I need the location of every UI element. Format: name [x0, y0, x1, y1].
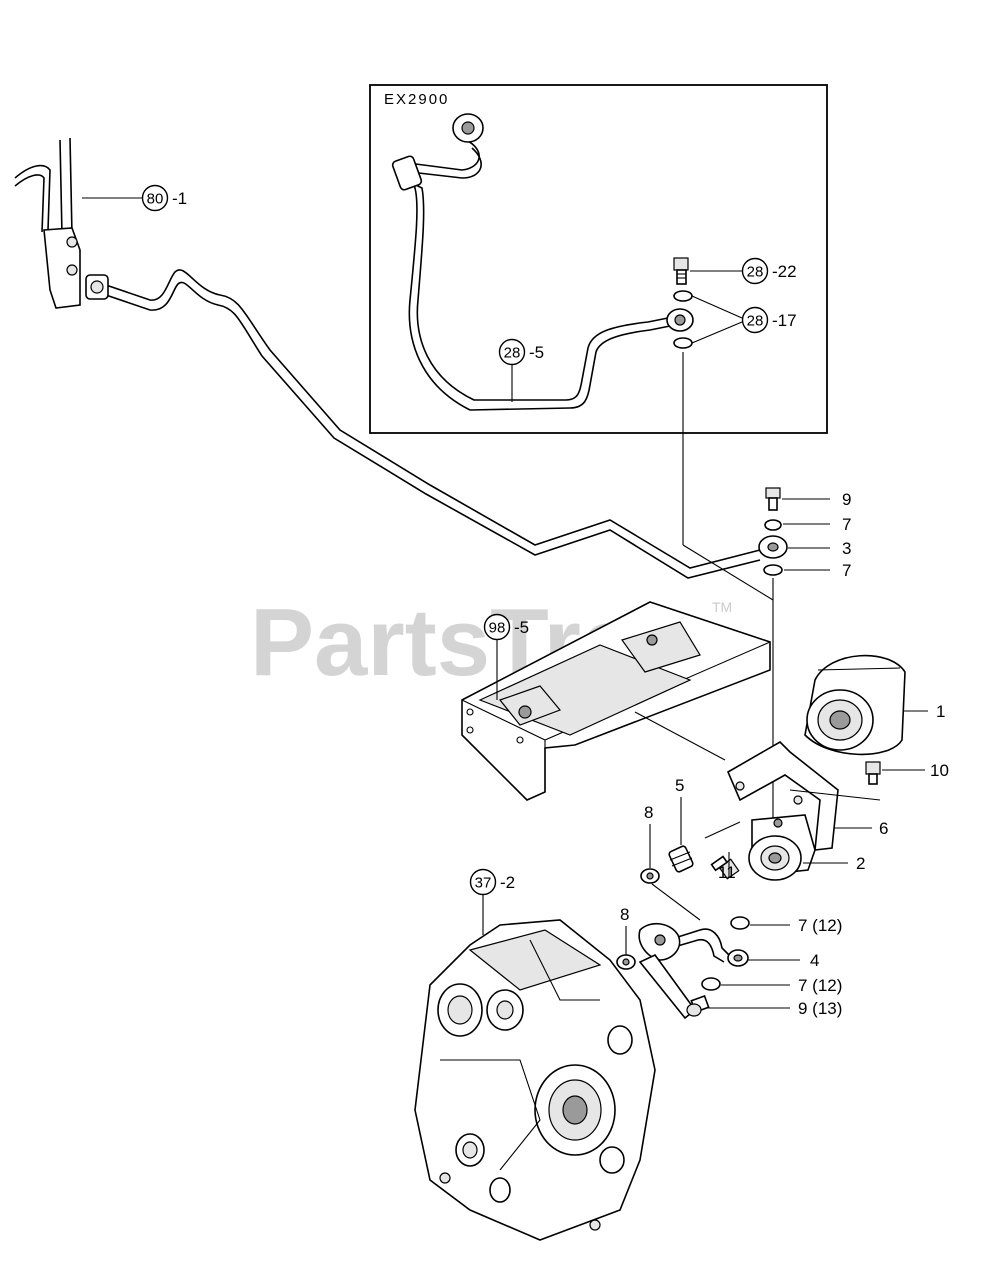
part-label-11: 11 [718, 852, 736, 882]
svg-text:9 (13): 9 (13) [798, 999, 842, 1018]
bracket-6 [726, 741, 881, 851]
part-label-8-a: 8 [644, 803, 653, 868]
callout-80-1: 80 -1 [82, 184, 187, 212]
svg-text:11: 11 [718, 863, 736, 882]
svg-text:9: 9 [842, 490, 851, 509]
part-label-1: 1 [903, 702, 945, 721]
bolt-10 [865, 761, 881, 785]
callout-80-1-ref: 80 [147, 191, 164, 208]
filter-head-2 [748, 814, 816, 881]
inset-ex2900: EX2900 [369, 84, 828, 434]
svg-text:5: 5 [675, 776, 684, 795]
bolt-28-22 [673, 257, 689, 285]
part-label-7-12-a: 7 (12) [750, 916, 842, 935]
transmission-case-37-2 [414, 919, 656, 1241]
long-pipe-3 [85, 269, 761, 579]
callout-98-5-suffix: -5 [514, 618, 529, 637]
svg-text:10: 10 [930, 761, 949, 780]
callout-37-2-suffix: -2 [500, 873, 515, 892]
svg-text:6: 6 [879, 819, 888, 838]
fitting-5 [668, 845, 694, 873]
callout-37-2-ref: 37 [475, 875, 492, 892]
callout-28-5-suffix: -5 [529, 343, 544, 362]
callout-28-5: 28 -5 [498, 338, 544, 402]
svg-text:1: 1 [936, 702, 945, 721]
inset-title: EX2900 [384, 91, 449, 108]
oil-filter-1 [804, 654, 906, 756]
washer-7-lower [763, 564, 783, 576]
part-label-9-top: 9 [782, 490, 851, 509]
part-label-3: 3 [788, 539, 851, 558]
frame-98-5 [461, 601, 771, 801]
part-label-4: 4 [748, 951, 819, 970]
bracket-80-1 [14, 137, 81, 309]
callout-28-22-ref: 28 [747, 264, 764, 281]
washer-7-12-upper [730, 916, 750, 930]
callout-98-5-ref: 98 [489, 620, 506, 637]
callout-28-5-ref: 28 [504, 345, 521, 362]
callout-80-1-suffix: -1 [172, 189, 187, 208]
svg-text:7 (12): 7 (12) [798, 976, 842, 995]
part-label-2: 2 [803, 854, 865, 873]
eye-fitting-3 [758, 535, 788, 559]
pipe-4 [638, 883, 749, 1020]
washer-28-17-upper [673, 290, 693, 302]
svg-text:7: 7 [842, 515, 851, 534]
callout-28-22-suffix: -22 [772, 262, 797, 281]
bolt-9 [765, 487, 781, 511]
washer-7-upper [764, 519, 782, 531]
callout-28-22: 28 -22 [690, 257, 797, 285]
part-label-6: 6 [834, 819, 888, 838]
svg-text:3: 3 [842, 539, 851, 558]
callout-28-17-ref: 28 [747, 313, 764, 330]
callout-28-17: 28 -17 [691, 295, 797, 344]
part-label-5: 5 [675, 776, 684, 845]
washer-7-12-lower [701, 977, 721, 991]
svg-text:2: 2 [856, 854, 865, 873]
part-label-7-b: 7 [784, 561, 851, 580]
part-label-8-b: 8 [620, 905, 629, 955]
svg-text:8: 8 [644, 803, 653, 822]
callout-37-2: 37 -2 [469, 868, 515, 935]
callout-98-5: 98 -5 [483, 613, 529, 700]
bolt-9-13 [686, 994, 710, 1017]
part-label-9-13: 9 (13) [708, 999, 842, 1018]
washer-28-17-lower [673, 337, 693, 349]
watermark-tm: TM [712, 599, 732, 615]
svg-text:4: 4 [810, 951, 819, 970]
callout-28-17-suffix: -17 [772, 311, 797, 330]
part-label-10: 10 [882, 761, 949, 780]
part-label-7-12-b: 7 (12) [721, 976, 842, 995]
inset-pipe-28-5 [391, 113, 694, 411]
svg-text:7 (12): 7 (12) [798, 916, 842, 935]
part-label-7-a: 7 [783, 515, 851, 534]
svg-text:8: 8 [620, 905, 629, 924]
svg-text:7: 7 [842, 561, 851, 580]
